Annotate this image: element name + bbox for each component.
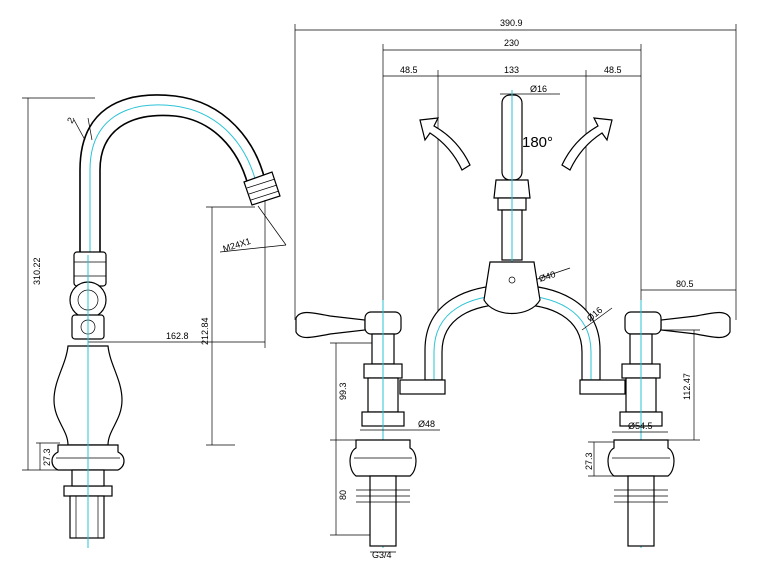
dim-spout-tube-dia: Ø16: [530, 84, 547, 94]
dim-aerator-thread: M24X1: [222, 236, 252, 254]
dim-base-height-front: 27.3: [584, 452, 594, 470]
dim-center-span: 133: [504, 65, 519, 75]
dim-left-height: 99.3: [338, 382, 348, 400]
dim-right-height: 112.47: [682, 373, 692, 400]
dim-thread: G3/4: [372, 550, 392, 560]
dim-angle-mark: 2: [65, 116, 76, 125]
rotation-label: 180°: [522, 134, 553, 151]
front-view: 390.9 230 48.5 133 48.5 Ø16 180° Ø40: [294, 18, 737, 560]
dim-base-height-side: 27.3: [42, 448, 52, 466]
dim-handle-spacing: 230: [504, 38, 519, 48]
dim-offset-left: 48.5: [400, 65, 418, 75]
dim-spout-height: 212.84: [200, 317, 210, 345]
dim-nut-dia: Ø48: [418, 419, 435, 429]
dim-overall-width: 390.9: [500, 18, 523, 28]
dim-body-dia: Ø40: [538, 269, 557, 284]
dim-handle-overhang: 80.5: [676, 279, 694, 289]
dim-total-height: 310.22: [32, 257, 42, 285]
dim-offset-right: 48.5: [604, 65, 622, 75]
dim-base-dia: Ø54.5: [628, 421, 653, 431]
side-view: 310.22 27.3 M24X1 2 212.84 162.8: [22, 94, 287, 548]
dim-tail-length: 80: [338, 490, 348, 500]
dim-spout-reach: 162.8: [166, 331, 189, 341]
dim-bridge-dia: Ø16: [585, 305, 604, 324]
